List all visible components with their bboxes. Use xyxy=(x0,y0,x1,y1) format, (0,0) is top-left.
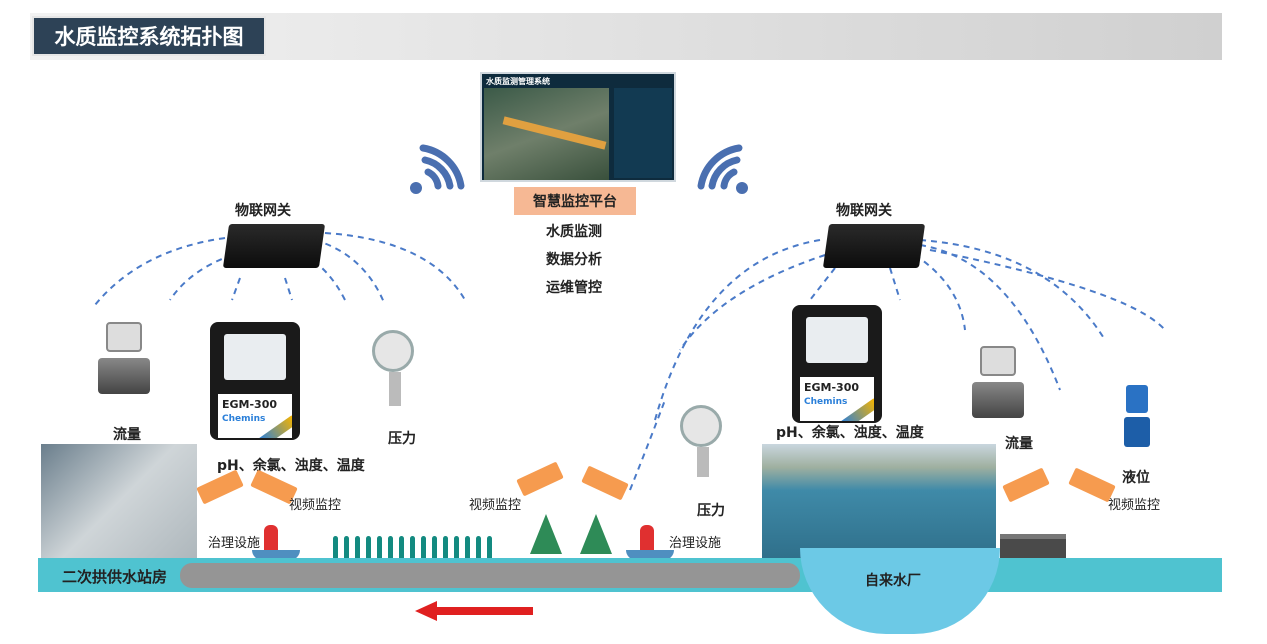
flowmeter-device xyxy=(98,322,150,402)
pressure-sensor-device xyxy=(680,405,726,485)
iot-gateway-device xyxy=(222,224,326,268)
brand-logo: Chemins xyxy=(222,414,266,424)
brand-logo: Chemins xyxy=(804,397,848,407)
video-label: 视频监控 xyxy=(1108,498,1161,513)
function-item: 运维管控 xyxy=(546,280,602,296)
pump-station-photo xyxy=(41,444,197,559)
wifi-icon xyxy=(419,144,743,190)
screen-title: 水质监测管理系统 xyxy=(486,77,550,86)
params-label: pH、余氯、浊度、温度 xyxy=(776,425,924,441)
page-title: 水质监控系统拓扑图 xyxy=(32,16,266,56)
function-item: 水质监测 xyxy=(546,224,602,240)
reeds-decoration xyxy=(333,536,492,562)
video-label: 视频监控 xyxy=(469,498,522,513)
dam-icon xyxy=(1000,534,1066,558)
flow-direction-arrow-icon xyxy=(415,601,533,621)
level-label: 液位 xyxy=(1122,470,1150,486)
function-item: 数据分析 xyxy=(546,252,602,268)
pressure-sensor-device xyxy=(372,330,418,410)
boat-icon xyxy=(252,550,300,560)
pressure-label: 压力 xyxy=(697,503,725,519)
tree-icon xyxy=(530,514,562,554)
station-label: 二次拱供水站房 xyxy=(62,568,168,586)
water-plant-photo xyxy=(762,444,996,560)
device-model: EGM-300 xyxy=(804,381,860,394)
buoy-icon xyxy=(264,525,278,551)
gateway-label: 物联网关 xyxy=(836,203,892,219)
monitoring-dashboard-screen: 水质监测管理系统 xyxy=(480,72,676,182)
buoy-icon xyxy=(640,525,654,551)
flow-label: 流量 xyxy=(113,427,141,443)
water-pipe xyxy=(180,563,800,588)
plant-label: 自来水厂 xyxy=(865,573,921,589)
pressure-label: 压力 xyxy=(388,431,416,447)
iot-gateway-device xyxy=(822,224,926,268)
treatment-label: 治理设施 xyxy=(669,536,722,551)
treatment-label: 治理设施 xyxy=(208,536,261,551)
platform-label: 智慧监控平台 xyxy=(514,187,636,215)
tree-icon xyxy=(580,514,612,554)
gateway-label: 物联网关 xyxy=(235,203,291,219)
device-model: EGM-300 xyxy=(222,398,278,411)
boat-icon xyxy=(626,550,674,560)
level-sensor-device xyxy=(1124,385,1150,447)
flow-label: 流量 xyxy=(1005,436,1033,452)
params-label: pH、余氯、浊度、温度 xyxy=(217,458,365,474)
flowmeter-device xyxy=(972,346,1024,426)
video-label: 视频监控 xyxy=(289,498,342,513)
